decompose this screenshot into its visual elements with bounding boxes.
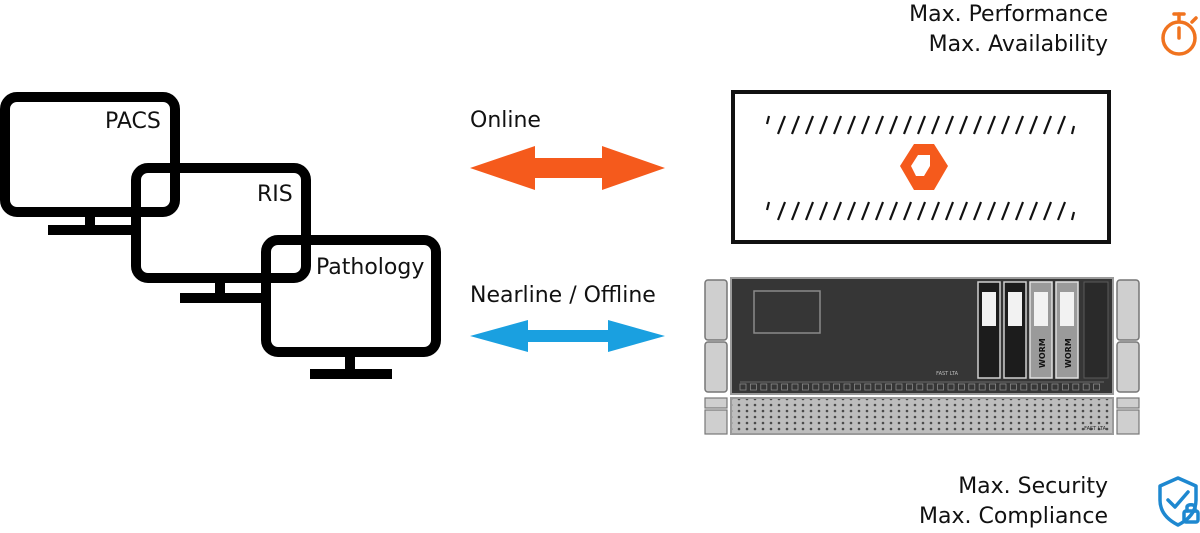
max-availability-text: Max. Availability: [928, 32, 1108, 57]
vent-square: [1062, 383, 1069, 391]
drive-bay-2: [1003, 281, 1027, 379]
vent-square: [885, 383, 892, 391]
vent-square: [999, 383, 1007, 391]
chassis-vent-row: [739, 383, 1100, 391]
shield-lock-icon: [1158, 476, 1200, 527]
vent-square: [802, 383, 809, 391]
max-performance-text: Max. Performance: [909, 2, 1108, 27]
drive-bay-worm-1: [1029, 281, 1053, 379]
vent-square: [1051, 383, 1059, 391]
vent-square: [947, 383, 955, 391]
vent-square: [1082, 383, 1090, 391]
vent-square: [978, 383, 986, 391]
vent-square: [854, 383, 861, 391]
security-label: Max. Security Max. Compliance: [808, 472, 1108, 532]
vent-square: [989, 383, 996, 391]
vent-square: [770, 383, 778, 391]
online-arrow: [470, 146, 665, 190]
vent-square: [1093, 383, 1100, 391]
vent-square: [1020, 383, 1028, 391]
grille-brand-label: FAST LTA: [1084, 426, 1106, 432]
brand-logo-notch: [911, 155, 930, 176]
front-panel-vent-top: [765, 115, 1076, 135]
drive-bay-1: [977, 281, 1001, 379]
vent-square: [864, 383, 872, 391]
vent-square: [1072, 383, 1080, 391]
vent-square: [1030, 383, 1038, 391]
pathology-label: Pathology: [316, 255, 425, 280]
vent-square: [906, 383, 913, 391]
chassis-brand-label: FAST LTA: [936, 371, 958, 377]
flash-array-device: [731, 90, 1111, 244]
worm-label-2: WORM: [1064, 338, 1073, 368]
vent-square: [895, 383, 903, 391]
vent-square: [926, 383, 934, 391]
online-label: Online: [470, 108, 541, 133]
display-window: [753, 290, 821, 334]
vent-square: [791, 383, 799, 391]
vent-square: [968, 383, 976, 391]
max-security-text: Max. Security: [958, 474, 1108, 499]
pacs-label: PACS: [105, 109, 161, 134]
vent-square: [760, 383, 768, 391]
vent-square: [916, 383, 924, 391]
ris-monitor-icon: [131, 163, 311, 303]
max-compliance-text: Max. Compliance: [919, 504, 1108, 529]
performance-label: Max. Performance Max. Availability: [808, 0, 1108, 60]
archive-storage-device: WORM WORM FAST LTA FAST LTA: [704, 277, 1140, 435]
vent-square: [937, 383, 944, 391]
stopwatch-icon: [1161, 12, 1198, 56]
vent-square: [1041, 383, 1048, 391]
pacs-monitor-icon: [0, 92, 180, 235]
vent-square: [833, 383, 840, 391]
vent-square: [739, 383, 747, 391]
drive-bay-worm-2: [1055, 281, 1079, 379]
vent-square: [843, 383, 851, 391]
vent-square: [958, 383, 965, 391]
ris-label: RIS: [257, 182, 293, 207]
worm-label-1: WORM: [1038, 338, 1047, 368]
vent-square: [1010, 383, 1017, 391]
nearline-offline-label: Nearline / Offline: [470, 283, 656, 308]
vent-square: [750, 383, 757, 391]
pathology-monitor-icon: [261, 235, 441, 379]
front-panel-vent-bottom: [765, 201, 1076, 221]
vent-square: [874, 383, 882, 391]
vent-square: [822, 383, 830, 391]
nearline-arrow: [470, 320, 665, 352]
vent-square: [781, 383, 788, 391]
vent-square: [812, 383, 820, 391]
